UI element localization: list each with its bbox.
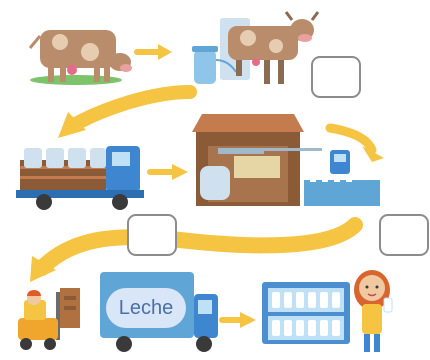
arrow-milking-to-tanker xyxy=(58,85,197,138)
arrow-factory-to-bottling xyxy=(325,123,384,162)
grazing-cow-icon xyxy=(28,30,132,85)
answer-box-1[interactable] xyxy=(311,56,361,98)
forklift-icon xyxy=(18,288,80,350)
milk-tanker-truck-icon xyxy=(16,146,144,210)
arrow-cow-to-milking xyxy=(134,44,172,60)
milking-machine-cow-icon xyxy=(192,11,320,84)
answer-box-2[interactable] xyxy=(127,214,177,256)
dairy-factory-icon xyxy=(192,114,380,206)
answer-box-3[interactable] xyxy=(379,214,429,256)
arrow-tanker-to-factory xyxy=(147,164,188,180)
girl-with-milk-icon xyxy=(354,270,393,352)
flow-arrows xyxy=(30,44,384,328)
arrow-truck-to-shelf xyxy=(219,312,256,328)
milk-shelf-icon xyxy=(262,282,350,344)
arrow-bottling-to-forklift xyxy=(30,217,363,282)
truck-label: Leche xyxy=(106,288,186,328)
